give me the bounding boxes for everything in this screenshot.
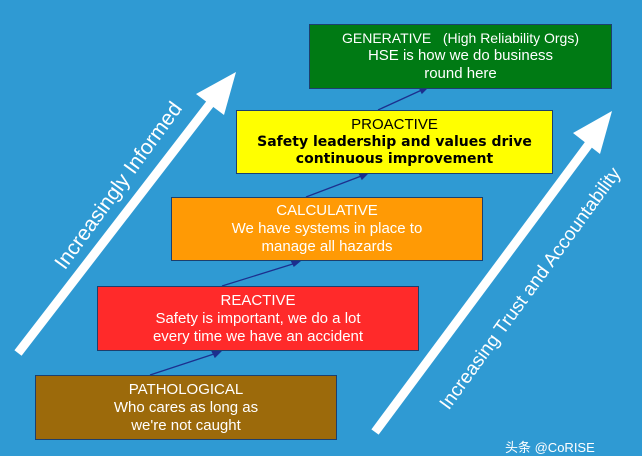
stage-title: REACTIVE <box>220 291 296 309</box>
stage-line: round here <box>424 64 497 82</box>
watermark-text: 头条 @CoRISE <box>505 440 595 455</box>
increasingly-informed-arrow <box>14 72 236 356</box>
stage-title: GENERATIVE (High Reliability Orgs) <box>341 30 579 47</box>
stage-line: Who cares as long as <box>113 398 259 416</box>
stage-line: We have systems in place to <box>231 220 423 237</box>
stage-line: manage all hazards <box>261 238 393 255</box>
stage-generative: GENERATIVE (High Reliability Orgs) HSE i… <box>309 24 612 89</box>
stage-connectors <box>149 86 430 376</box>
stage-line: every time we have an accident <box>152 327 364 345</box>
stage-proactive: PROACTIVE Safety leadership and values d… <box>236 110 553 174</box>
stage-title: PATHOLOGICAL <box>128 380 244 398</box>
stage-line: continuous improvement <box>295 151 494 167</box>
stage-pathological: PATHOLOGICAL Who cares as long as we're … <box>35 375 337 440</box>
stage-line: Safety leadership and values drive <box>257 134 532 151</box>
stage-line: HSE is how we do business <box>367 46 554 64</box>
stage-line: we're not caught <box>131 416 241 434</box>
stage-line: Safety is important, we do a lot <box>155 309 361 327</box>
stage-title: PROACTIVE <box>351 116 438 134</box>
stage-reactive: REACTIVE Safety is important, we do a lo… <box>97 286 419 351</box>
stage-calculative: CALCULATIVE We have systems in place to … <box>171 197 483 261</box>
stage-title: CALCULATIVE <box>276 202 378 219</box>
increasing-trust-arrow <box>371 111 612 435</box>
